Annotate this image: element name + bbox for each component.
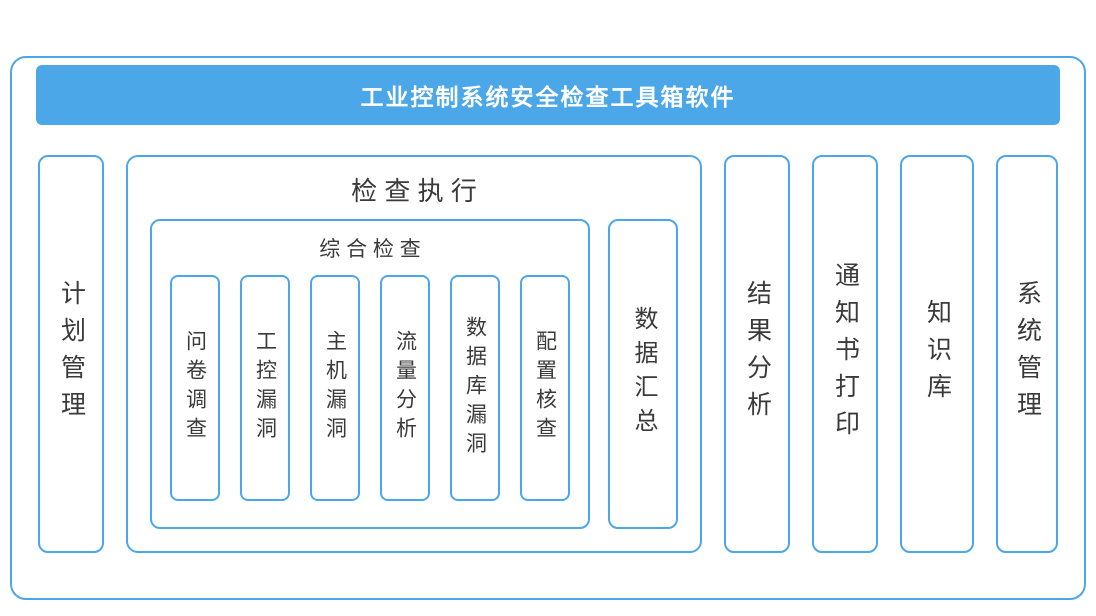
node-comprehensive-check: 综 合 检 查 问卷调查 工控漏洞 主机漏洞	[150, 219, 590, 529]
questionnaire-survey-label: 问卷调查	[183, 330, 207, 446]
database-vulnerability-label: 数据库漏洞	[463, 315, 487, 461]
node-traffic-analysis: 流量分析	[380, 275, 430, 501]
node-knowledge-base: 知识库	[900, 155, 974, 553]
node-questionnaire-survey: 问卷调查	[170, 275, 220, 501]
traffic-analysis-label: 流量分析	[393, 330, 417, 446]
node-config-check: 配置核查	[520, 275, 570, 501]
node-plan-management: 计划管理	[38, 155, 104, 553]
comprehensive-check-items: 问卷调查 工控漏洞 主机漏洞 流量分析	[170, 275, 570, 501]
page-title: 工业控制系统安全检查工具箱软件	[360, 84, 736, 110]
node-inspection-execution: 检 查 执 行 综 合 检 查 问卷调查 工控漏洞 主机漏洞	[126, 155, 702, 553]
result-analysis-label: 结果分析	[743, 280, 772, 428]
ics-vulnerability-label: 工控漏洞	[253, 330, 277, 446]
inspection-execution-body: 综 合 检 查 问卷调查 工控漏洞 主机漏洞	[150, 219, 678, 529]
node-ics-vulnerability: 工控漏洞	[240, 275, 290, 501]
modules-row: 计划管理 检 查 执 行 综 合 检 查 问卷调查 工控漏洞	[38, 155, 1058, 553]
node-host-vulnerability: 主机漏洞	[310, 275, 360, 501]
node-result-analysis: 结果分析	[724, 155, 790, 553]
system-management-label: 系统管理	[1013, 280, 1042, 428]
title-bar: 工业控制系统安全检查工具箱软件	[36, 65, 1060, 125]
inspection-execution-label: 检 查 执 行	[351, 176, 477, 206]
host-vulnerability-label: 主机漏洞	[323, 330, 347, 446]
node-notification-printing: 通知书打印	[812, 155, 878, 553]
toolbox-frame: 工业控制系统安全检查工具箱软件 计划管理 检 查 执 行 综 合 检 查 问卷调…	[10, 56, 1086, 600]
knowledge-base-label: 知识库	[923, 298, 952, 410]
node-system-management: 系统管理	[996, 155, 1058, 553]
node-data-summary: 数据汇总	[608, 219, 678, 529]
plan-management-label: 计划管理	[57, 280, 86, 428]
node-database-vulnerability: 数据库漏洞	[450, 275, 500, 501]
comprehensive-check-label: 综 合 检 查	[319, 238, 421, 261]
config-check-label: 配置核查	[533, 330, 557, 446]
notification-printing-label: 通知书打印	[831, 261, 860, 447]
data-summary-label: 数据汇总	[630, 306, 657, 442]
